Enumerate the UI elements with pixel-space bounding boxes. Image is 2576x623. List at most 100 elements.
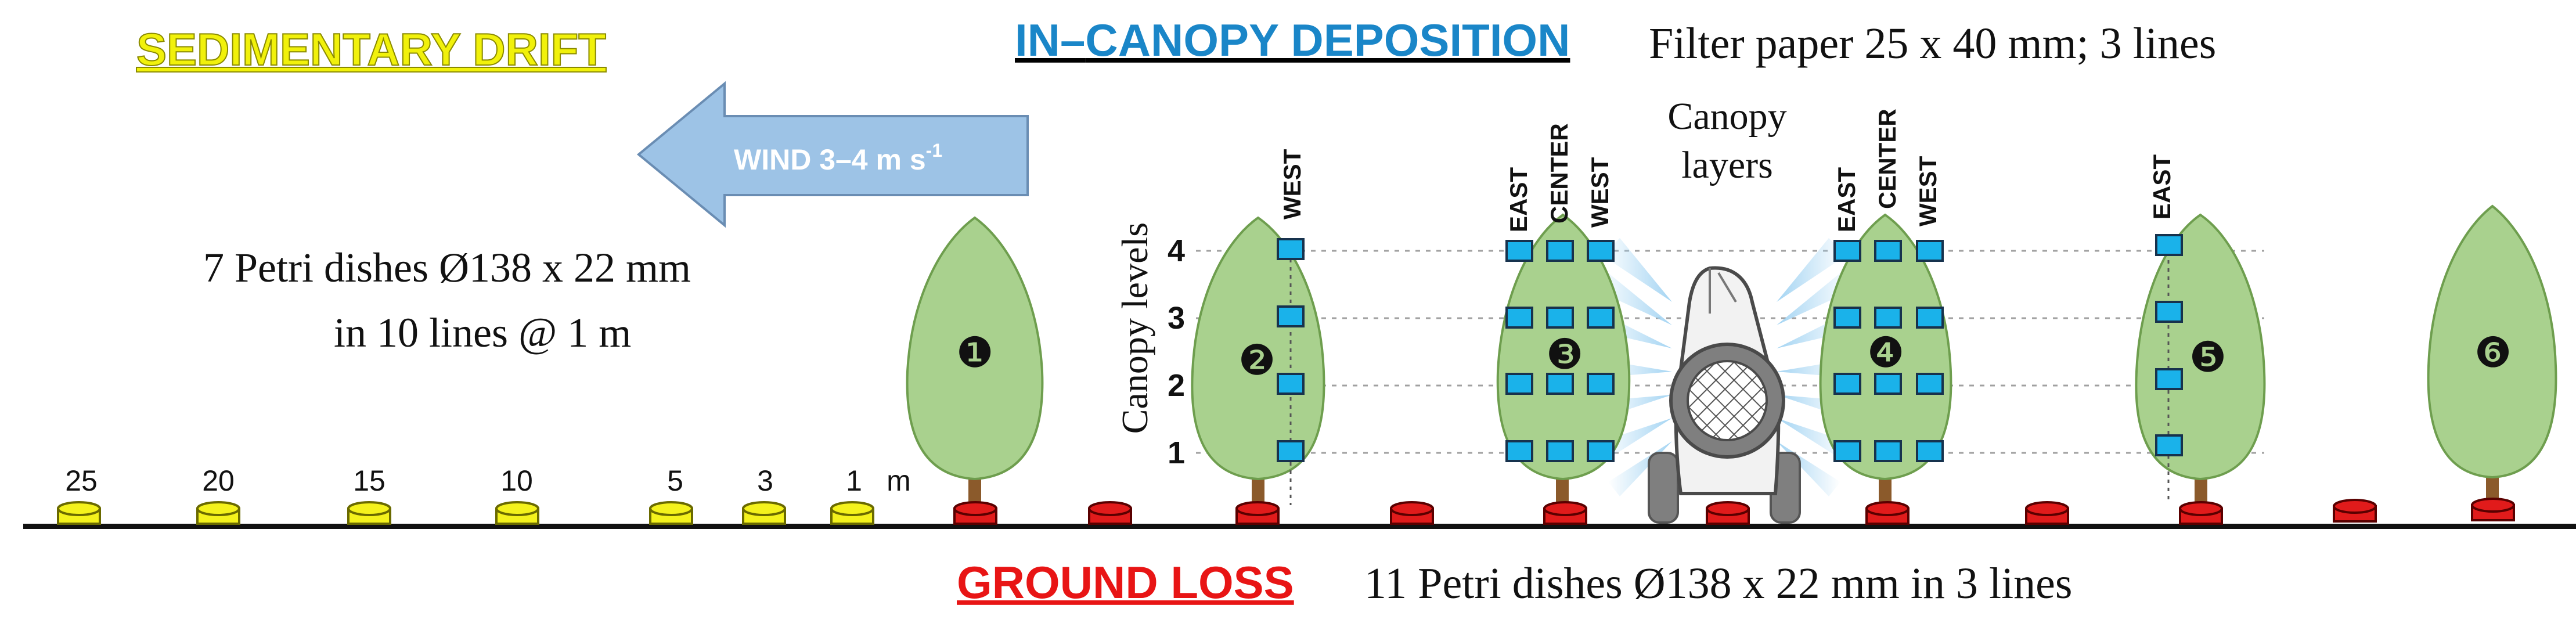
in-canopy-heading: IN–CANOPY DEPOSITION [1015,15,1570,66]
distance-unit: m [887,464,911,497]
ground-petri-dishes [953,498,2515,525]
petri-dish-red [1865,501,1910,525]
west-label-tree2: WEST [1278,149,1306,219]
center-label-tree4: CENTER [1874,109,1901,209]
east-label-tree5: EAST [2148,154,2175,219]
tree-5: ❺ [2135,213,2266,511]
petri-dish-red [1390,501,1434,525]
filter-paper [1505,440,1533,462]
filter-paper [1505,373,1533,395]
filter-paper [2155,434,2183,456]
tree-1-number: ❶ [956,330,994,376]
sedimentary-desc-line1: 7 Petri dishes Ø138 x 22 mm [203,244,691,291]
east-label-tree3: EAST [1505,167,1532,232]
filter-paper [1587,440,1615,462]
petri-dish-red [1543,501,1587,525]
filter-paper [1874,240,1902,262]
filter-paper [1277,238,1305,260]
tree-4: ❹ [1819,213,1952,511]
filter-paper [1587,373,1615,395]
wind-unit-superscript: -1 [926,140,942,161]
petri-dish-yellow [57,501,101,525]
filter-paper [1833,373,1861,395]
petri-dish-red [1706,501,1750,525]
canopy-level-3: 3 [1168,301,1185,336]
distance-label-10: 10 [500,464,533,497]
tree-5-number: ❺ [2189,334,2227,381]
tree-1: ❶ [906,216,1044,511]
petri-dish-red [1088,501,1132,525]
petri-dish-red [2471,498,2515,521]
filter-paper [1277,305,1305,327]
petri-dish-yellow [830,501,874,525]
ground-loss-description: 11 Petri dishes Ø138 x 22 mm in 3 lines [1364,559,2073,608]
filter-paper [1874,307,1902,329]
canopy-level-1: 1 [1168,435,1185,470]
tree-4-number: ❹ [1867,330,1905,376]
filter-paper [1277,373,1305,395]
ground-loss-heading: GROUND LOSS [957,557,1294,608]
tree-2-number: ❷ [1238,337,1276,384]
filter-paper [1833,440,1861,462]
sedimentary-desc-line2: in 10 lines @ 1 m [334,309,631,356]
filter-paper [1546,373,1574,395]
petri-dish-red [2025,501,2069,525]
petri-dish-red [2333,499,2377,523]
wind-arrow: WIND 3–4 m s-1 [636,81,1029,228]
filter-paper [1874,373,1902,395]
filter-paper [1916,240,1944,262]
petri-dish-red [1235,501,1280,525]
distance-label-3: 3 [757,464,773,497]
filter-paper [2155,234,2183,256]
tree-2: ❷ [1191,216,1325,511]
filter-paper [1916,373,1944,395]
in-canopy-prefix: IN [1015,15,1060,66]
petri-dish-yellow [649,501,693,525]
filter-paper [1916,307,1944,329]
canopy-layers-line1: Canopy [1667,95,1786,138]
sample-column-lines [1289,244,2170,505]
ground-line [23,524,2576,529]
canopy-level-4: 4 [1168,233,1185,268]
filter-paper-description: Filter paper 25 x 40 mm; 3 lines [1649,19,2216,68]
filter-paper [1874,440,1902,462]
canopy-level-2: 2 [1168,368,1185,403]
filter-paper [1587,240,1615,262]
sprayer [1648,266,1801,524]
sedimentary-drift-heading: SEDIMENTARY DRIFT [136,24,606,75]
east-label-tree4: EAST [1833,167,1860,232]
petri-dish-yellow [347,501,391,525]
distance-label-15: 15 [353,464,386,497]
filter-paper [1833,240,1861,262]
distance-label-1: 1 [846,464,862,497]
sprayer-fan-grill [1687,360,1768,441]
filter-paper [1546,240,1574,262]
wind-label: WIND 3–4 m s-1 [734,140,942,176]
canopy-deposition-label: CANOPY DEPOSITION [1085,15,1570,66]
in-canopy-dash: – [1060,15,1085,66]
west-label-tree4: WEST [1914,156,1941,226]
petri-dish-yellow [742,501,786,525]
petri-dish-red [2179,501,2223,525]
distance-label-25: 25 [65,464,98,497]
filter-paper [1277,440,1305,462]
sedimentary-petri-dishes [57,501,874,525]
filter-paper [1505,240,1533,262]
tree-3: ❸ [1496,213,1631,511]
filter-paper [1505,307,1533,329]
filter-paper [1546,440,1574,462]
distance-label-5: 5 [667,464,683,497]
petri-dish-yellow [495,501,539,525]
filter-paper [1833,307,1861,329]
canopy-layers-line2: layers [1681,144,1773,186]
filter-papers [1277,234,2183,462]
tree-6-number: ❻ [2474,330,2512,376]
filter-paper [1916,440,1944,462]
filter-paper [1546,307,1574,329]
filter-paper [2155,368,2183,390]
tree-3-number: ❸ [1546,332,1584,378]
canopy-levels-axis-label: Canopy levels [1114,222,1155,434]
petri-dish-yellow [196,501,240,525]
west-label-tree3: WEST [1586,157,1613,228]
